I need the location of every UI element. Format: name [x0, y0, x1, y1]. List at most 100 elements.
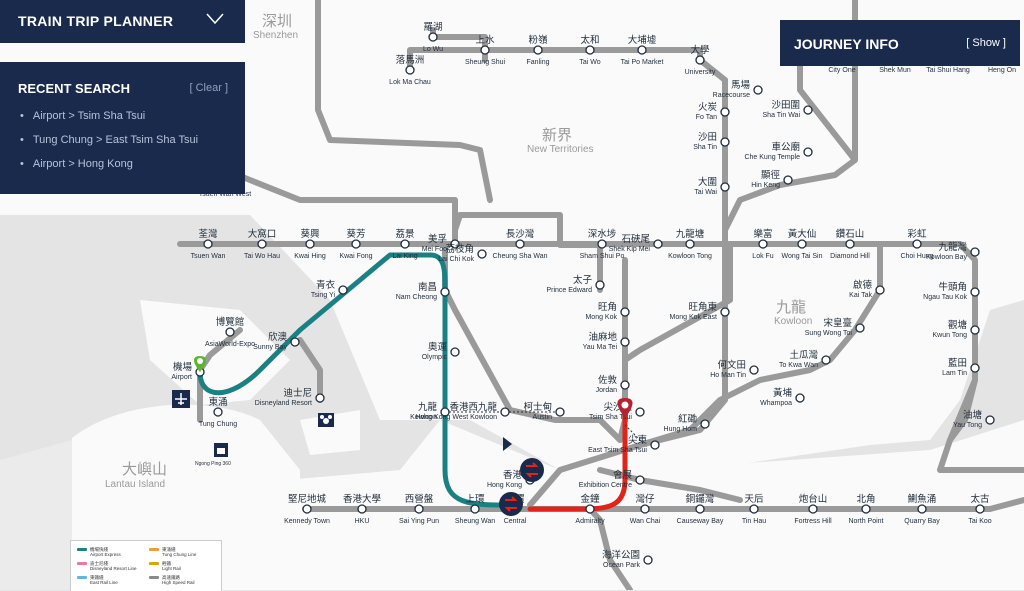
station-dot[interactable]	[620, 307, 630, 317]
station-dot[interactable]	[305, 239, 315, 249]
station-dot[interactable]	[635, 407, 645, 417]
station-tai-shui-hang-label[interactable]: Tai Shui Hang	[926, 67, 970, 74]
station-dot[interactable]	[635, 475, 645, 485]
clear-recent-button[interactable]: [ Clear ]	[189, 82, 228, 94]
station-dot[interactable]	[450, 347, 460, 357]
station-dot[interactable]	[695, 504, 705, 514]
station-dot[interactable]	[720, 182, 730, 192]
station-dot[interactable]	[428, 32, 438, 42]
station-dot[interactable]	[970, 247, 980, 257]
station-tsuen-wan-west-label[interactable]: Tsuen Wan West	[199, 191, 252, 198]
station-dot[interactable]	[477, 249, 487, 259]
station-dot[interactable]	[720, 307, 730, 317]
station-shek-mun-label[interactable]: Shek Mun	[879, 67, 911, 74]
station-dot[interactable]	[637, 45, 647, 55]
station-dot[interactable]	[861, 504, 871, 514]
station-dot[interactable]	[845, 239, 855, 249]
station-dot[interactable]	[970, 325, 980, 335]
station-dot[interactable]	[585, 504, 595, 514]
station-dot[interactable]	[213, 407, 223, 417]
interchange-marker-central-icon[interactable]	[499, 492, 523, 516]
station-dot[interactable]	[803, 105, 813, 115]
station-dot[interactable]	[685, 239, 695, 249]
station-dot[interactable]	[985, 415, 995, 425]
station-dot[interactable]	[855, 323, 865, 333]
destination-pin-icon[interactable]	[617, 398, 633, 418]
station-dot[interactable]	[917, 504, 927, 514]
station-dot[interactable]	[500, 407, 510, 417]
station-dot[interactable]	[797, 239, 807, 249]
station-dot[interactable]	[315, 393, 325, 403]
station-dot[interactable]	[480, 45, 490, 55]
station-dot[interactable]	[695, 55, 705, 65]
station-dot[interactable]	[803, 147, 813, 157]
station-dot[interactable]	[700, 419, 710, 429]
station-dot[interactable]	[970, 363, 980, 373]
station-dot[interactable]	[470, 504, 480, 514]
station-dot[interactable]	[440, 287, 450, 297]
interchange-marker-hong-kong-icon[interactable]	[520, 458, 544, 482]
station-dot[interactable]	[653, 239, 663, 249]
station-dot[interactable]	[720, 107, 730, 117]
station-dot[interactable]	[440, 407, 450, 417]
station-dot[interactable]	[975, 504, 985, 514]
station-dot[interactable]	[970, 287, 980, 297]
station-dot[interactable]	[912, 239, 922, 249]
station-dot[interactable]	[749, 365, 759, 375]
station-dot[interactable]	[749, 504, 759, 514]
station-dot[interactable]	[405, 65, 415, 75]
station-dot[interactable]	[414, 504, 424, 514]
station-dot[interactable]	[450, 239, 460, 249]
station-dot[interactable]	[597, 239, 607, 249]
station-dot[interactable]	[338, 285, 348, 295]
station-heng-on-label[interactable]: Heng On	[988, 67, 1016, 74]
station-dot[interactable]	[650, 440, 660, 450]
journey-info-show-button[interactable]: [ Show ]	[966, 37, 1006, 49]
station-dot[interactable]	[620, 380, 630, 390]
station-dot[interactable]	[351, 239, 361, 249]
